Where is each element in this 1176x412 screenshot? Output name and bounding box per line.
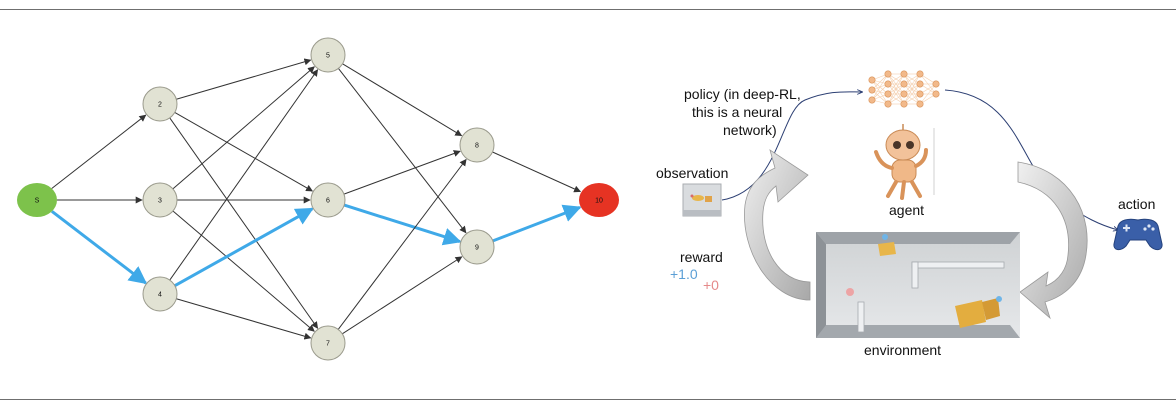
nn-neuron	[916, 80, 924, 88]
edge-2-5	[176, 58, 312, 100]
node-5: 5	[310, 37, 346, 73]
nn-neuron	[884, 70, 892, 78]
nn-neuron	[884, 90, 892, 98]
node-shape-8	[459, 127, 495, 163]
environment-scene	[816, 232, 1020, 338]
nn-neuron	[900, 90, 908, 98]
edge-5-9	[338, 68, 467, 234]
neural-network-icon	[868, 70, 940, 108]
node-shape-7	[310, 325, 346, 361]
path-graph: S 2 3 4 5 6 7 8 9 10	[17, 37, 619, 361]
node-8: 8	[459, 127, 495, 163]
nn-link	[887, 83, 905, 105]
node-s: S	[17, 183, 57, 217]
node-t: 10	[579, 183, 619, 217]
reward-feedback-arrow	[744, 149, 811, 301]
node-shape-s	[17, 183, 57, 217]
nn-link	[919, 83, 937, 105]
node-label-t: 10	[595, 198, 603, 205]
edge-7-8	[337, 158, 467, 330]
edge-3-5	[172, 66, 315, 190]
node-label-4: 4	[158, 292, 162, 299]
nn-neuron	[884, 80, 892, 88]
node-shape-9	[459, 229, 495, 265]
edge-7-9	[342, 256, 463, 335]
nn-link	[871, 73, 889, 91]
robot-agent-icon	[874, 124, 935, 200]
edge-5-8	[342, 63, 463, 137]
node-label-2: 2	[158, 102, 162, 109]
nn-link	[903, 83, 921, 105]
node-shape-4	[142, 276, 178, 312]
node-9: 9	[459, 229, 495, 265]
agent-label: agent	[889, 202, 924, 218]
nn-link	[903, 73, 921, 95]
edge-layer	[50, 58, 582, 340]
node-shape-t	[579, 183, 619, 217]
node-label-9: 9	[475, 245, 479, 252]
nn-neuron	[916, 90, 924, 98]
node-shape-6	[310, 182, 346, 218]
node-layer: S 2 3 4 5 6 7 8 9 10	[17, 37, 619, 361]
nn-neuron	[932, 90, 940, 98]
node-label-5: 5	[326, 53, 330, 60]
node-label-6: 6	[326, 198, 330, 205]
nn-neuron	[884, 100, 892, 108]
action-label: action	[1118, 196, 1155, 212]
policy-to-action-arrow	[944, 89, 1118, 230]
reward-zero-value: +0	[703, 277, 719, 293]
edge-4-7	[176, 298, 312, 340]
nn-neuron	[900, 70, 908, 78]
edge-4-5	[169, 69, 319, 281]
node-label-3: 3	[158, 198, 162, 205]
reward-positive-value: +1.0	[670, 266, 698, 282]
nn-neuron	[932, 80, 940, 88]
nn-link	[887, 73, 905, 95]
nn-link	[871, 83, 889, 101]
nn-link	[903, 73, 921, 105]
edge-2-7	[169, 117, 319, 329]
edge-3-7	[172, 210, 315, 332]
edge-4-6	[174, 207, 314, 288]
node-shape-5	[310, 37, 346, 73]
node-shape-2	[142, 86, 178, 122]
edge-8-t	[492, 151, 582, 193]
edge-9-t	[492, 204, 582, 243]
observation-label: observation	[656, 165, 728, 181]
reward-label: reward	[680, 249, 723, 265]
policy-label-line3: network)	[723, 122, 777, 138]
policy-label-line2: this is a neural	[692, 104, 782, 120]
observation-thumbnail	[682, 183, 722, 217]
top-rule	[0, 9, 1176, 10]
nn-link	[871, 73, 889, 101]
node-6: 6	[310, 182, 346, 218]
nn-link	[887, 73, 905, 105]
node-label-7: 7	[326, 341, 330, 348]
edge-s-2	[51, 114, 147, 189]
node-3: 3	[142, 182, 178, 218]
environment-label: environment	[864, 342, 941, 358]
node-shape-3	[142, 182, 178, 218]
node-label-s: S	[35, 198, 40, 205]
edge-s-4	[50, 210, 148, 285]
gamepad-icon	[1113, 218, 1163, 251]
edge-6-8	[343, 150, 461, 195]
nn-neuron	[868, 96, 876, 104]
nn-neuron	[900, 80, 908, 88]
action-effect-arrow	[1017, 161, 1088, 320]
policy-label-line1: policy (in deep-RL,	[684, 86, 801, 102]
edge-2-6	[174, 112, 313, 192]
bottom-rule	[0, 399, 1176, 400]
node-7: 7	[310, 325, 346, 361]
nn-neuron	[868, 86, 876, 94]
edge-6-9	[343, 203, 462, 246]
nn-neuron	[900, 100, 908, 108]
nn-neuron	[868, 76, 876, 84]
nn-neuron	[916, 70, 924, 78]
nn-neuron	[916, 100, 924, 108]
node-label-8: 8	[475, 143, 479, 150]
node-4: 4	[142, 276, 178, 312]
node-2: 2	[142, 86, 178, 122]
